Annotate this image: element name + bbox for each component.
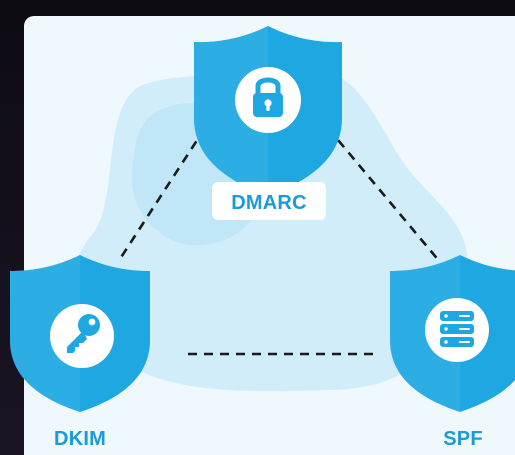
key-icon (67, 314, 100, 353)
connector-dmarc-spf (327, 127, 441, 263)
spf-node: SPF (390, 255, 515, 450)
dmarc-node: DMARC (194, 26, 342, 220)
server-icon (440, 311, 474, 347)
dkim-node: DKIM (10, 255, 150, 450)
spf-label: SPF (443, 428, 483, 450)
dmarc-label: DMARC (231, 192, 306, 214)
dmarc-shield-highlight (194, 26, 268, 196)
connector-dmarc-dkim (116, 127, 207, 263)
dmarc-label-box (212, 182, 326, 220)
dkim-label: DKIM (54, 428, 106, 450)
dkim-shield-highlight (10, 255, 80, 412)
spf-shield-highlight (390, 255, 460, 412)
lock-icon (253, 77, 283, 117)
